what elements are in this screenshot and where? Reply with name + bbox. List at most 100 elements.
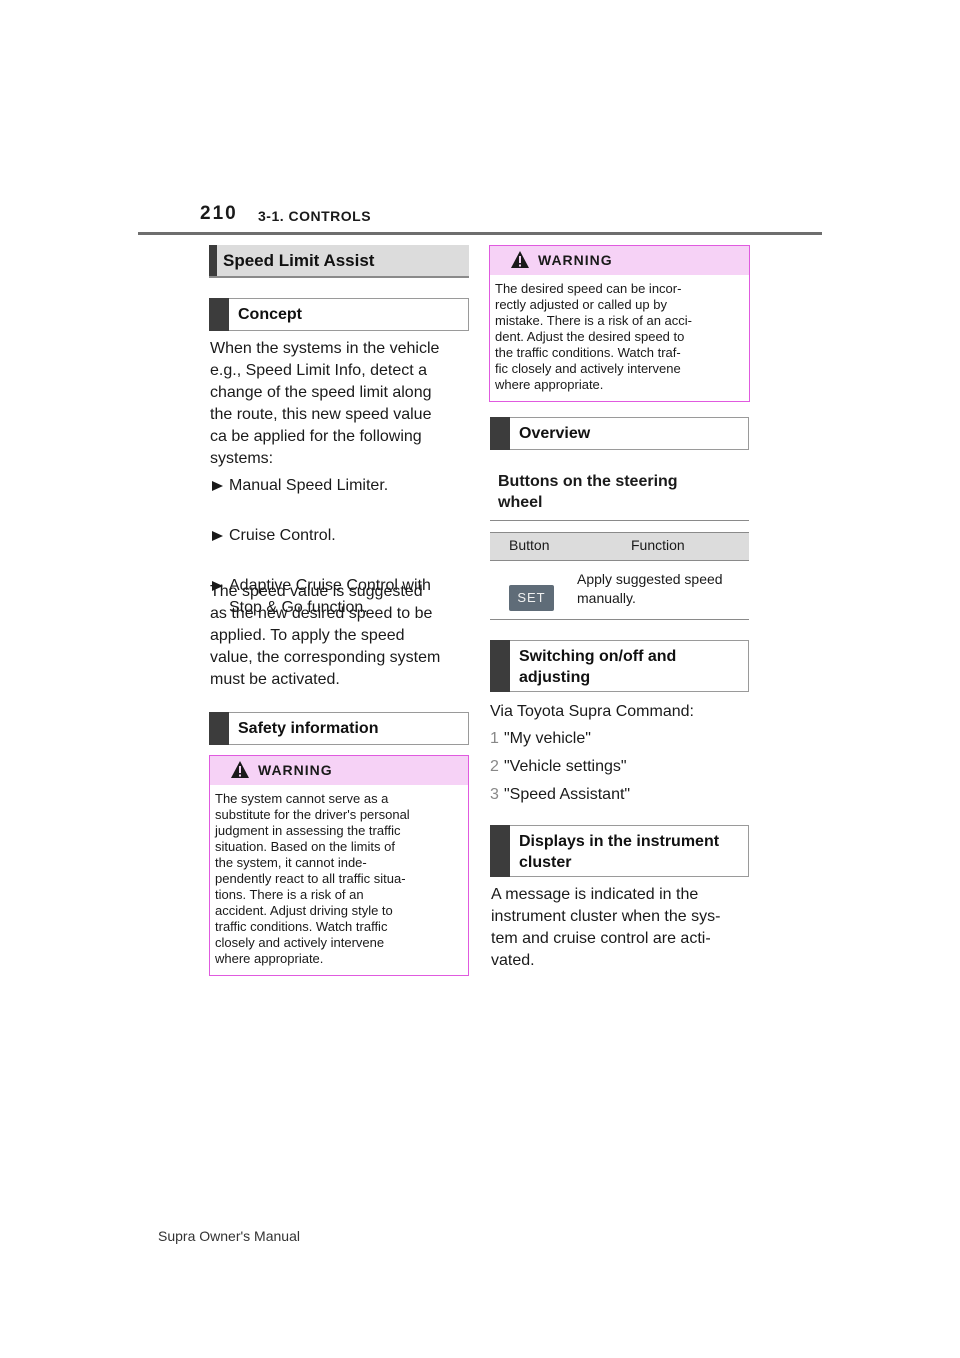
warning-label: WARNING — [258, 762, 333, 778]
text-line: applied. To apply the speed — [210, 627, 405, 644]
text-line: e.g., Speed Limit Info, detect a — [210, 362, 428, 379]
text-line: vated. — [491, 952, 535, 969]
text-line: Buttons on the steering — [498, 473, 678, 490]
text-line: cluster — [519, 854, 572, 871]
concept-paragraph: When the systems in the vehicle e.g., Sp… — [210, 338, 470, 470]
function-cell: Apply suggested speed manually. — [577, 570, 749, 608]
text-line: traffic conditions. Watch traffic — [215, 919, 388, 934]
concept-heading-text: Concept — [238, 306, 302, 323]
text-line: accident. Adjust driving style to — [215, 903, 393, 918]
warning-triangle-icon — [231, 761, 249, 778]
safety-heading: Safety information — [209, 712, 469, 745]
text-line: mistake. There is a risk of an acci- — [495, 313, 692, 328]
heading-bar — [209, 298, 229, 331]
safety-heading-text: Safety information — [238, 720, 379, 737]
text-line: The system cannot serve as a — [215, 791, 389, 806]
bullet-text: Cruise Control. — [229, 527, 336, 544]
text-line: must be activated. — [210, 671, 340, 688]
step-item: 1 "My vehicle" — [490, 725, 750, 753]
footer-text: Supra Owner's Manual — [158, 1228, 300, 1244]
text-line: closely and actively intervene — [215, 935, 385, 950]
text-line: where appropriate. — [495, 377, 604, 392]
text-line: Apply suggested speed — [577, 571, 723, 587]
bullet-item: Manual Speed Limiter. — [210, 475, 489, 497]
text-line: A message is indicated in the — [491, 886, 699, 903]
text-line: systems: — [210, 450, 274, 467]
text-line: rectly adjusted or called up by — [495, 297, 667, 312]
bullet-text: Manual Speed Limiter. — [229, 477, 389, 494]
main-heading-text: Speed Limit Assist — [223, 251, 375, 270]
step-number: 3 — [490, 786, 499, 803]
step-number: 2 — [490, 758, 499, 775]
section-title: 3-1. CONTROLS — [258, 208, 372, 224]
text-line: situation. Based on the limits of — [215, 839, 395, 854]
warning-header: WARNING — [210, 756, 468, 785]
text-line: instrument cluster when the sys- — [491, 908, 721, 925]
displays-heading-text: Displays in the instrument cluster — [519, 831, 719, 873]
overview-heading: Overview — [490, 417, 749, 450]
set-button-icon: SET — [509, 585, 554, 611]
steps-list: 1 "My vehicle" 2 "Vehicle settings" 3 "Spee… — [490, 725, 750, 809]
bullet-item: Cruise Control. — [210, 525, 489, 547]
warning-text: The system cannot serve as a substitute … — [215, 791, 410, 967]
step-text: "Speed Assistant" — [504, 786, 631, 803]
text-line: the system, it cannot inde- — [215, 855, 367, 870]
table-header: Button Function — [490, 532, 749, 561]
text-line: ca be applied for the following — [210, 428, 422, 445]
displays-paragraph: A message is indicated in the instrument… — [491, 884, 751, 972]
command-intro: Via Toyota Supra Command: — [490, 703, 694, 720]
text-line: When the systems in the vehicle — [210, 340, 440, 357]
header-divider — [138, 232, 822, 235]
text-line: value, the corresponding system — [210, 649, 441, 666]
step-text: "Vehicle settings" — [504, 758, 627, 775]
heading-bar — [209, 245, 217, 276]
text-line: The desired speed can be incor- — [495, 281, 682, 296]
text-line: the traffic conditions. Watch traf- — [495, 345, 681, 360]
column-header-button: Button — [509, 537, 550, 553]
bullet-text: Stop & Go function. — [229, 599, 368, 616]
switching-heading: Switching on/off and adjusting — [490, 640, 749, 692]
text-line: as the new desired speed to be — [210, 605, 433, 622]
warning-box: WARNING The system cannot serve as a sub… — [209, 755, 469, 976]
column-header-function: Function — [631, 537, 685, 553]
text-line: Switching on/off and — [519, 648, 677, 665]
text-line: adjusting — [519, 669, 591, 686]
text-line: dent. Adjust the desired speed to — [495, 329, 685, 344]
suggest-paragraph: The speed value is suggested as the new … — [210, 581, 470, 691]
text-line: the route, this new speed value — [210, 406, 432, 423]
text-line: tions. There is a risk of an — [215, 887, 364, 902]
text-line: The speed value is suggested — [210, 583, 423, 600]
heading-bar — [490, 825, 510, 877]
text-line: Displays in the instrument — [519, 833, 720, 850]
concept-heading: Concept — [209, 298, 469, 331]
warning-label: WARNING — [538, 252, 613, 268]
warning-text: The desired speed can be incor- rectly a… — [495, 281, 692, 393]
main-heading: Speed Limit Assist — [209, 245, 469, 278]
warning-box: WARNING The desired speed can be incor- … — [489, 245, 750, 402]
step-number: 1 — [490, 730, 499, 747]
text-line: tem and cruise control are acti- — [491, 930, 711, 947]
overview-heading-text: Overview — [519, 425, 591, 442]
text-line: change of the speed limit along — [210, 384, 432, 401]
heading-bar — [209, 712, 229, 745]
subheading-rule — [490, 520, 749, 521]
text-line: manually. — [577, 590, 636, 606]
displays-heading: Displays in the instrument cluster — [490, 825, 749, 877]
warning-header: WARNING — [490, 246, 749, 275]
bullet-text: Adaptive Cruise Control with — [229, 577, 431, 594]
buttons-subheading: Buttons on the steering wheel — [498, 471, 748, 513]
step-item: 3 "Speed Assistant" — [490, 781, 750, 809]
table-bottom-rule — [490, 619, 749, 620]
text-line: substitute for the driver's personal — [215, 807, 410, 822]
text-line: pendently react to all traffic situa- — [215, 871, 406, 886]
warning-triangle-icon — [511, 251, 529, 268]
text-line: where appropriate. — [215, 951, 324, 966]
text-line: judgment in assessing the traffic — [215, 823, 401, 838]
step-text: "My vehicle" — [504, 730, 591, 747]
page-number: 210 — [200, 203, 238, 224]
step-item: 2 "Vehicle settings" — [490, 753, 750, 781]
heading-bar — [490, 417, 510, 450]
text-line: fic closely and actively intervene — [495, 361, 681, 376]
switching-heading-text: Switching on/off and adjusting — [519, 646, 676, 688]
bullet-item: Adaptive Cruise Control with Stop & Go f… — [210, 575, 489, 619]
